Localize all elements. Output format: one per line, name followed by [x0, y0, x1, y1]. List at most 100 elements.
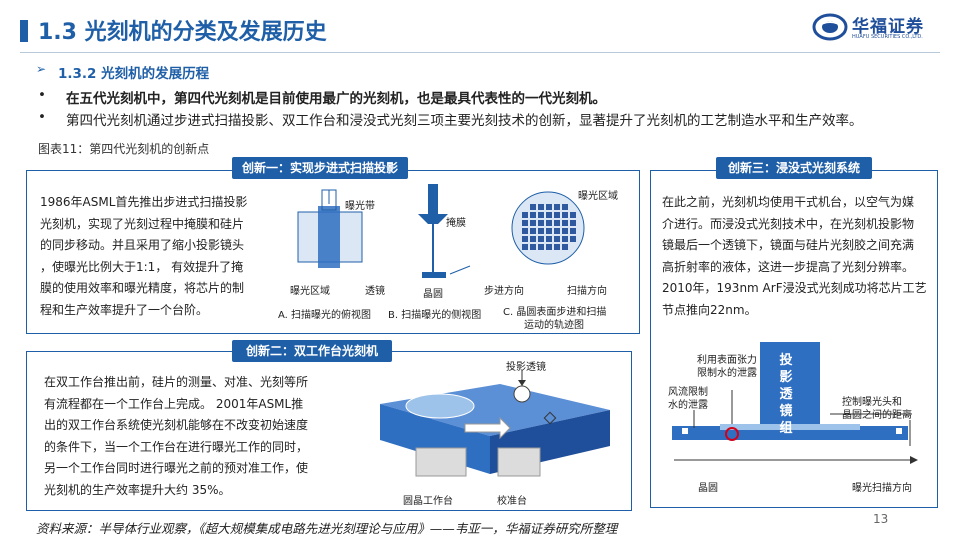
die-cell	[530, 220, 536, 226]
label-surface-tension-2: 限制水的泄露	[697, 368, 757, 379]
dual-stage-diagram	[380, 370, 610, 477]
die-cell	[522, 228, 528, 234]
die-cell	[538, 212, 544, 218]
scan-topview-diagram	[297, 189, 363, 268]
die-cell	[546, 228, 552, 234]
title-accent-bar	[20, 20, 28, 42]
die-cell	[570, 228, 576, 234]
die-cell	[546, 212, 552, 218]
die-cell	[522, 236, 528, 242]
die-cell	[538, 244, 544, 250]
die-cell	[530, 204, 536, 210]
die-cell	[554, 244, 560, 250]
die-cell	[546, 244, 552, 250]
label-exposure-band: 曝光带	[345, 201, 375, 212]
label-exposure-area: 曝光区域	[290, 286, 330, 297]
label-projection-lens: 投影透镜	[506, 362, 546, 373]
text-line: 另一个工作台同时进行曝光之前的预对准工作，使	[44, 461, 309, 475]
caption-c1: C. 晶圆表面步进和扫描	[503, 307, 607, 318]
bullet-dot-icon: •	[38, 87, 46, 103]
label-wafer-stage: 圆晶工作台	[403, 496, 453, 507]
label-mask: 掩膜	[446, 218, 466, 229]
bullet-dot-icon: •	[38, 109, 46, 125]
immersion-diagram	[672, 342, 918, 464]
die-cell	[562, 244, 568, 250]
die-cell	[554, 236, 560, 242]
die-cell	[546, 220, 552, 226]
section-subtitle: 1.3.2 光刻机的发展历程	[58, 66, 210, 82]
text-line: 光刻机的生产效率提升大约 35%。	[44, 482, 231, 497]
scan-sideview-diagram	[418, 184, 471, 278]
text-line: ，使曝光比例大于1:1， 有效提升了掩	[40, 259, 244, 274]
die-cell	[530, 236, 536, 242]
die-cell	[538, 220, 544, 226]
text-line: 光刻机，实现了光刻过程中掩膜和硅片	[40, 216, 245, 231]
die-cell	[546, 204, 552, 210]
innovation2-text: 在双工作台推出前，硅片的测量、对准、光刻等所 有流程都在一个工作台上完成。 20…	[44, 372, 334, 501]
text-line: 的条件下，当一个工作台在进行曝光工作的同时，	[44, 439, 309, 454]
figure-caption: 图表11：第四代光刻机的创新点	[38, 142, 210, 156]
label-step-direction: 步进方向	[484, 286, 524, 297]
caption-c2: 运动的轨迹图	[524, 320, 584, 331]
innovation2-tag: 创新二：双工作台光刻机	[232, 340, 392, 362]
label-scan-direction: 扫描方向	[567, 286, 607, 297]
innovation1-text: 1986年ASML首先推出步进式扫描投影 光刻机，实现了光刻过程中掩膜和硅片 的…	[40, 192, 270, 321]
innovation3-panel	[650, 170, 938, 508]
die-cell	[522, 220, 528, 226]
text-line: 介进行。而浸没式光刻技术中，在光刻机投影物	[662, 216, 915, 231]
bullet-2: 第四代光刻机通过步进式扫描投影、双工作台和浸没式光刻三项主要光刻技术的创新，显著…	[66, 113, 863, 129]
caption-a: A. 扫描曝光的俯视图	[278, 310, 372, 321]
label-airflow-2: 水的泄露	[668, 400, 708, 411]
label-scan-direction-immersion: 曝光扫描方向	[852, 483, 912, 494]
text-line: 1986年ASML首先推出步进式扫描投影	[40, 195, 248, 209]
die-cell	[554, 220, 560, 226]
label-lens-group: 投影透镜组	[779, 353, 793, 436]
die-cell	[554, 228, 560, 234]
caption-b: B. 扫描曝光的侧视图	[388, 310, 482, 321]
die-cell	[530, 244, 536, 250]
die-cell	[562, 212, 568, 218]
die-cell	[570, 212, 576, 218]
text-line: 程和生产效率提升了一个台阶。	[40, 302, 209, 317]
die-cell	[538, 228, 544, 234]
text-line: 高折射率的液体，这进一步提高了光刻分辨率。	[662, 259, 915, 274]
label-wafer: 晶圆	[423, 289, 443, 300]
page-title: 1.3 光刻机的分类及发展历史	[38, 20, 327, 45]
text-line: 的同步移动。并且采用了缩小投影镜头	[40, 238, 245, 252]
die-cell	[570, 236, 576, 242]
die-cell	[538, 236, 544, 242]
die-cell	[554, 204, 560, 210]
text-line: 在此之前，光刻机均使用干式机台，以空气为媒	[662, 195, 915, 209]
logo-icon	[812, 13, 848, 41]
bullet-1: 在五代光刻机中，第四代光刻机是目前使用最广的光刻机，也是最具代表性的一代光刻机。	[66, 91, 606, 107]
text-line: 2010年，193nm ArF浸没式光刻成功将芯片工艺	[662, 281, 927, 295]
logo-text-en: HUAFU SECURITIES CO.,LTD.	[852, 34, 923, 40]
die-cell	[530, 228, 536, 234]
label-control-1: 控制曝光头和	[842, 397, 902, 408]
wafer-trajectory-diagram	[511, 191, 585, 265]
die-cell	[546, 236, 552, 242]
die-cell	[538, 204, 544, 210]
label-airflow-1: 风流限制	[668, 387, 708, 398]
die-cell	[562, 228, 568, 234]
die-cell	[554, 212, 560, 218]
die-cell	[522, 244, 528, 250]
label-lens: 透镜	[365, 286, 385, 297]
text-line: 膜的使用效率和曝光精度，将芯片的制	[40, 281, 245, 295]
logo-text-cn: 华福证券	[852, 17, 924, 37]
die-cell	[562, 236, 568, 242]
innovation3-text: 在此之前，光刻机均使用干式机台，以空气为媒 介进行。而浸没式光刻技术中，在光刻机…	[662, 192, 932, 321]
die-cell	[522, 212, 528, 218]
label-alignment-stage: 校准台	[497, 496, 527, 507]
label-exposure-region: 曝光区域	[578, 191, 618, 202]
die-cell	[530, 212, 536, 218]
label-wafer-immersion: 晶圆	[698, 483, 718, 494]
subtitle-arrow-icon: ➢	[36, 62, 47, 76]
innovation1-tag: 创新一：实现步进式扫描投影	[232, 157, 408, 179]
die-cell	[570, 220, 576, 226]
text-line: 出的双工作台系统使光刻机能够在不改变初始速度	[44, 418, 309, 432]
innovation3-tag: 创新三：浸没式光刻系统	[716, 157, 872, 179]
label-surface-tension-1: 利用表面张力	[697, 355, 757, 366]
die-cell	[562, 220, 568, 226]
page-number: 13	[873, 512, 889, 526]
